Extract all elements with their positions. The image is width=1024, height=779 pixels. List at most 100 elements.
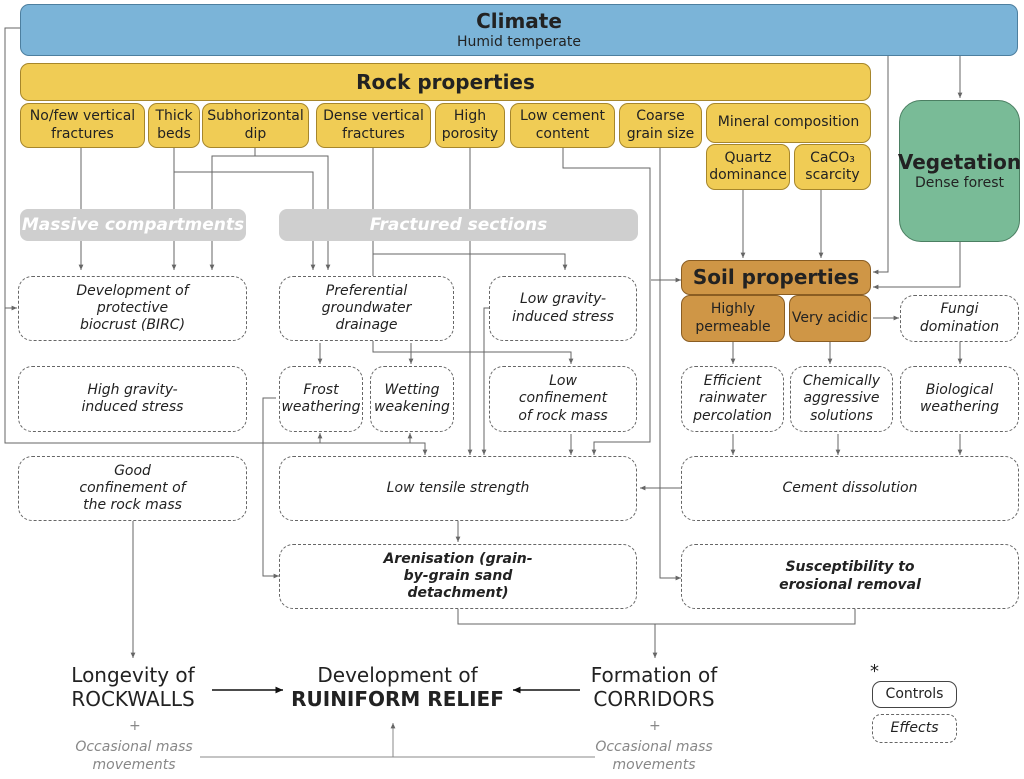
arrow-climate-to-wetting: [5, 433, 413, 444]
outcome-rockwalls: Longevity of ROCKWALLS: [40, 663, 226, 712]
rock-item-label: Coarse grain size: [626, 108, 695, 142]
rock-item-label: Mineral composition: [717, 114, 860, 131]
mass-movements-rockwalls: Occasional mass movements: [75, 739, 193, 773]
arrow-frost-to-arenisation: [262, 397, 279, 579]
vegetation-box: Vegetation Dense forest: [897, 100, 1022, 242]
outcome-rockwalls-line2: ROCKWALLS: [71, 687, 195, 712]
effect-label: Chemically aggressive solutions: [802, 373, 881, 424]
arrow-climate-to-frost: [5, 433, 323, 444]
effect-label: Preferential groundwater drainage: [321, 282, 412, 334]
legend-controls-label: Controls: [885, 685, 944, 702]
rock-item-label: Thick beds: [155, 108, 193, 142]
effect-label: Efficient rainwater percolation: [693, 373, 772, 424]
mineral-label: Quartz dominance: [709, 149, 787, 183]
effect-chem: Chemically aggressive solutions: [790, 366, 893, 432]
rock-item-high-porosity: High porosity: [435, 103, 505, 148]
effect-groundwater: Preferential groundwater drainage: [279, 276, 454, 341]
climate-subtitle: Humid temperate: [457, 33, 581, 50]
fractured-sections-label: Fractured sections: [369, 214, 548, 235]
effect-biocrust: Development of protective biocrust (BIRC…: [18, 276, 247, 341]
arrow-vegetation-to-soil: [873, 242, 961, 290]
effect-label: Biological weathering: [919, 381, 1000, 415]
vegetation-title: Vegetation: [897, 150, 1022, 175]
mineral-caco3-scarcity: CaCO₃ scarcity: [794, 144, 871, 190]
soil-item-label: Very acidic: [791, 309, 869, 326]
arrow-cement-content-to-tensile: [562, 148, 651, 455]
climate-box: Climate Humid temperate: [20, 4, 1018, 56]
legend-star: *: [870, 661, 879, 682]
effect-erosion: Susceptibility to erosional removal: [681, 544, 1019, 609]
legend-effects-label: Effects: [890, 719, 939, 736]
effect-label: Arenisation (grain-by-grain sand detachm…: [383, 550, 533, 602]
effect-frost: Frost weathering: [279, 366, 363, 432]
arrow-grain-to-erosion: [659, 148, 681, 581]
soil-properties-header: Soil properties: [681, 260, 871, 295]
outcome-rockwalls-line1: Longevity of: [71, 663, 195, 687]
rock-item-thick-beds: Thick beds: [148, 103, 200, 148]
plus-rockwalls: +: [129, 718, 141, 734]
effect-label: Development of protective biocrust (BIRC…: [76, 282, 189, 334]
soil-item-label: Highly permeable: [695, 301, 771, 335]
climate-title: Climate: [476, 9, 562, 34]
arrow-climate-to-soil: [873, 56, 889, 275]
arrow-low-stress-to-tensile: [481, 307, 490, 455]
rock-item-subhorizontal-dip: Subhorizontal dip: [202, 103, 309, 148]
vegetation-subtitle: Dense forest: [915, 174, 1004, 191]
arrow-climate-to-biocrust: [4, 27, 20, 311]
arrow-arenisation-erosion-to-corridors: [457, 609, 856, 625]
effect-wetting: Wetting weakening: [370, 366, 454, 432]
effect-arenisation: Arenisation (grain-by-grain sand detachm…: [279, 544, 637, 609]
rock-item-mineral-composition: Mineral composition: [706, 103, 871, 143]
rock-item-label: High porosity: [441, 108, 499, 142]
effect-tensile: Low tensile strength: [279, 456, 637, 521]
effect-label: Wetting weakening: [374, 381, 450, 415]
effect-rainwater: Efficient rainwater percolation: [681, 366, 784, 432]
rock-item-label: Subhorizontal dip: [207, 108, 304, 142]
outcome-corridors-line2: CORRIDORS: [593, 687, 715, 712]
rock-item-label: No/few vertical fractures: [29, 108, 136, 142]
outcome-corridors: Formation of CORRIDORS: [580, 663, 728, 712]
rock-item-label: Low cement content: [520, 108, 605, 142]
effect-label: Cement dissolution: [782, 479, 918, 496]
mineral-label: CaCO₃ scarcity: [805, 149, 860, 183]
rock-item-low-cement: Low cement content: [510, 103, 615, 148]
rock-properties-header: Rock properties: [20, 63, 871, 101]
effect-high-stress: High gravity-induced stress: [18, 366, 247, 432]
effect-label: Low gravity-induced stress: [512, 291, 614, 325]
rock-properties-title: Rock properties: [356, 69, 535, 94]
fractured-sections-bar: Fractured sections: [279, 209, 638, 241]
soil-properties-title: Soil properties: [692, 265, 860, 290]
outcome-ruiniform: Development of RUINIFORM RELIEF: [285, 663, 510, 712]
arrow-dense-to-low-stress: [372, 148, 568, 270]
mineral-quartz-dominance: Quartz dominance: [706, 144, 790, 190]
legend-controls: Controls: [872, 681, 957, 708]
rock-item-dense-fractures: Dense vertical fractures: [316, 103, 431, 148]
effect-label: Low tensile strength: [386, 479, 530, 496]
effect-bio: Biological weathering: [900, 366, 1019, 432]
effect-label: Fungi domination: [919, 301, 1000, 335]
plus-corridors: +: [649, 718, 661, 734]
rock-item-coarse-grain: Coarse grain size: [619, 103, 702, 148]
effect-low-confinement: Low confinement of rock mass: [489, 366, 637, 432]
effect-label: Low confinement of rock mass: [518, 373, 608, 424]
soil-item-highly-permeable: Highly permeable: [681, 295, 785, 342]
effect-label: High gravity-induced stress: [81, 381, 184, 415]
effect-cement: Cement dissolution: [681, 456, 1019, 521]
outcome-ruiniform-line1: Development of: [317, 663, 478, 687]
soil-item-very-acidic: Very acidic: [789, 295, 871, 342]
rock-item-label: Dense vertical fractures: [323, 108, 424, 142]
legend-effects: Effects: [872, 714, 957, 743]
effect-label: Good confinement of the rock mass: [79, 462, 186, 514]
outcome-ruiniform-line2: RUINIFORM RELIEF: [291, 687, 504, 712]
massive-compartments-label: Massive compartments: [21, 214, 245, 235]
effect-fungi: Fungi domination: [900, 295, 1019, 342]
effect-label: Frost weathering: [281, 381, 361, 415]
rock-item-fractures: No/few vertical fractures: [20, 103, 145, 148]
effect-label: Susceptibility to erosional removal: [779, 559, 921, 593]
outcome-corridors-line1: Formation of: [590, 663, 718, 687]
massive-compartments-bar: Massive compartments: [20, 209, 246, 241]
effect-low-stress: Low gravity-induced stress: [489, 276, 637, 341]
effect-good-confinement: Good confinement of the rock mass: [18, 456, 247, 521]
mass-movements-corridors: Occasional mass movements: [595, 739, 713, 773]
